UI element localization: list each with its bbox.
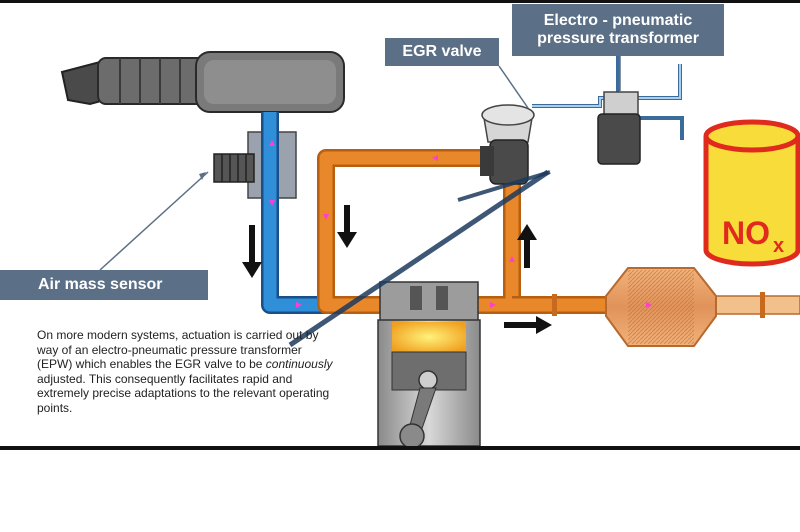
diagram-canvas: NO x [60,51,800,449]
pressure-transformer [532,56,684,165]
flow-direction-arrows [242,205,552,334]
air-mass-sensor-label: Air mass sensor [0,270,208,300]
air-filter [60,51,345,113]
description-emphasis: continuously [265,357,333,371]
exhaust-pipe [512,292,800,318]
nox-label: NO [722,215,770,251]
description-part1: On more modern systems, actuation is car… [37,328,319,371]
description-text: On more modern systems, actuation is car… [37,328,337,415]
nox-subscript: x [773,235,784,257]
intake-down-arrow [242,225,262,278]
egr-valve-label: EGR valve [385,38,499,66]
exhaust-right-arrow [504,316,552,334]
bottom-border [0,446,800,450]
engine-cylinder [377,281,481,449]
nox-container: NO x [703,119,800,267]
air-mass-sensor [213,131,297,199]
epw-label-line1: Electro - pneumatic [543,11,693,29]
catalytic-converter [605,267,717,347]
epw-label: Electro - pneumatic pressure transformer [512,4,724,56]
description-part2: adjusted. This consequently facilitates … [37,371,330,415]
top-border [0,0,800,3]
exhaust-up-arrow [517,224,537,268]
egr-valve [480,104,535,185]
diagonal-lines [288,169,551,348]
epw-label-line2: pressure transformer [537,30,699,47]
egr-down-arrow [337,205,357,248]
callout-lines [99,56,621,271]
small-flow-markers [269,140,652,308]
